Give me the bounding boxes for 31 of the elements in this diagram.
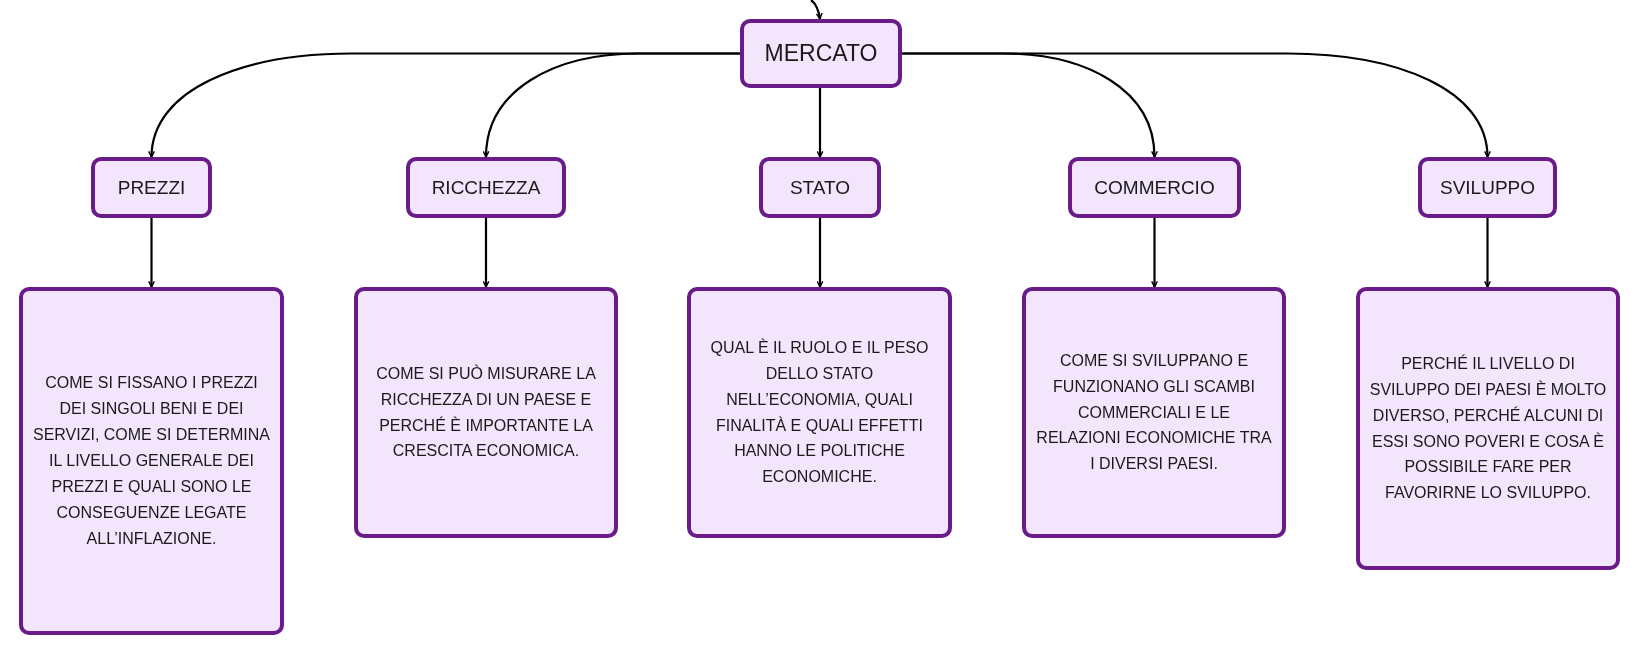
arrow (816, 88, 824, 158)
description-box (19, 287, 284, 635)
topic-box (406, 157, 566, 218)
arrow (902, 52, 1491, 158)
node-text: STATO (789, 176, 851, 199)
node-text: RICCHEZZA (431, 176, 541, 199)
topic-box (1418, 157, 1557, 218)
topic-box (759, 157, 881, 218)
description-box (1356, 287, 1620, 570)
topic-box (91, 157, 212, 218)
topic-box (1068, 157, 1241, 218)
node-text: PREZZI (117, 176, 186, 199)
description-box (354, 287, 618, 538)
node-text: PERCHÉ IL LIVELLO DI SVILUPPO DEI PAESI È MOLTO DIVERSO, PERCHÉ ALCUNI DI ESSI SONO POVERI E COSA È POSSIBILE FARE PER FAVORIRNE LO SVILUPPO. (1368, 353, 1608, 504)
node-text: QUAL È IL RUOLO E IL PESO DELLO STATO NELL’ECONOMIA, QUALI FINALITÀ E QUALI EFFETTI HANNO LE POLITICHE ECONOMICHE. (709, 337, 930, 488)
arrow (810, 0, 823, 20)
description-box (687, 287, 952, 538)
arrow (1151, 218, 1158, 288)
node-text: MERCATO (764, 40, 878, 67)
node-text: SVILUPPO (1439, 176, 1535, 199)
arrow (482, 218, 490, 288)
arrow (816, 218, 824, 288)
node-text: COMMERCIO (1094, 176, 1215, 199)
description-box (1022, 287, 1286, 538)
node-text: COME SI PUÒ MISURARE LA RICCHEZZA DI UN PAESE E PERCHÉ È IMPORTANTE LA CRESCITA ECONOMICA. (375, 363, 597, 462)
arrow (1484, 218, 1491, 288)
node-text: COME SI SVILUPPANO E FUNZIONANO GLI SCAMBI COMMERCIALI E LE RELAZIONI ECONOMICHE TRA I DIVERSI PAESI. (1035, 350, 1273, 475)
topic-box (740, 19, 902, 88)
arrow (483, 52, 740, 158)
arrow (148, 218, 155, 288)
node-text: COME SI FISSANO I PREZZI DEI SINGOLI BENI E DEI SERVIZI, COME SI DETERMINA IL LIVELLO GENERALE DEI PREZZI E QUALI SONO LE CONSEGUENZE LEGATE ALL’INFLAZIONE. (31, 373, 272, 549)
